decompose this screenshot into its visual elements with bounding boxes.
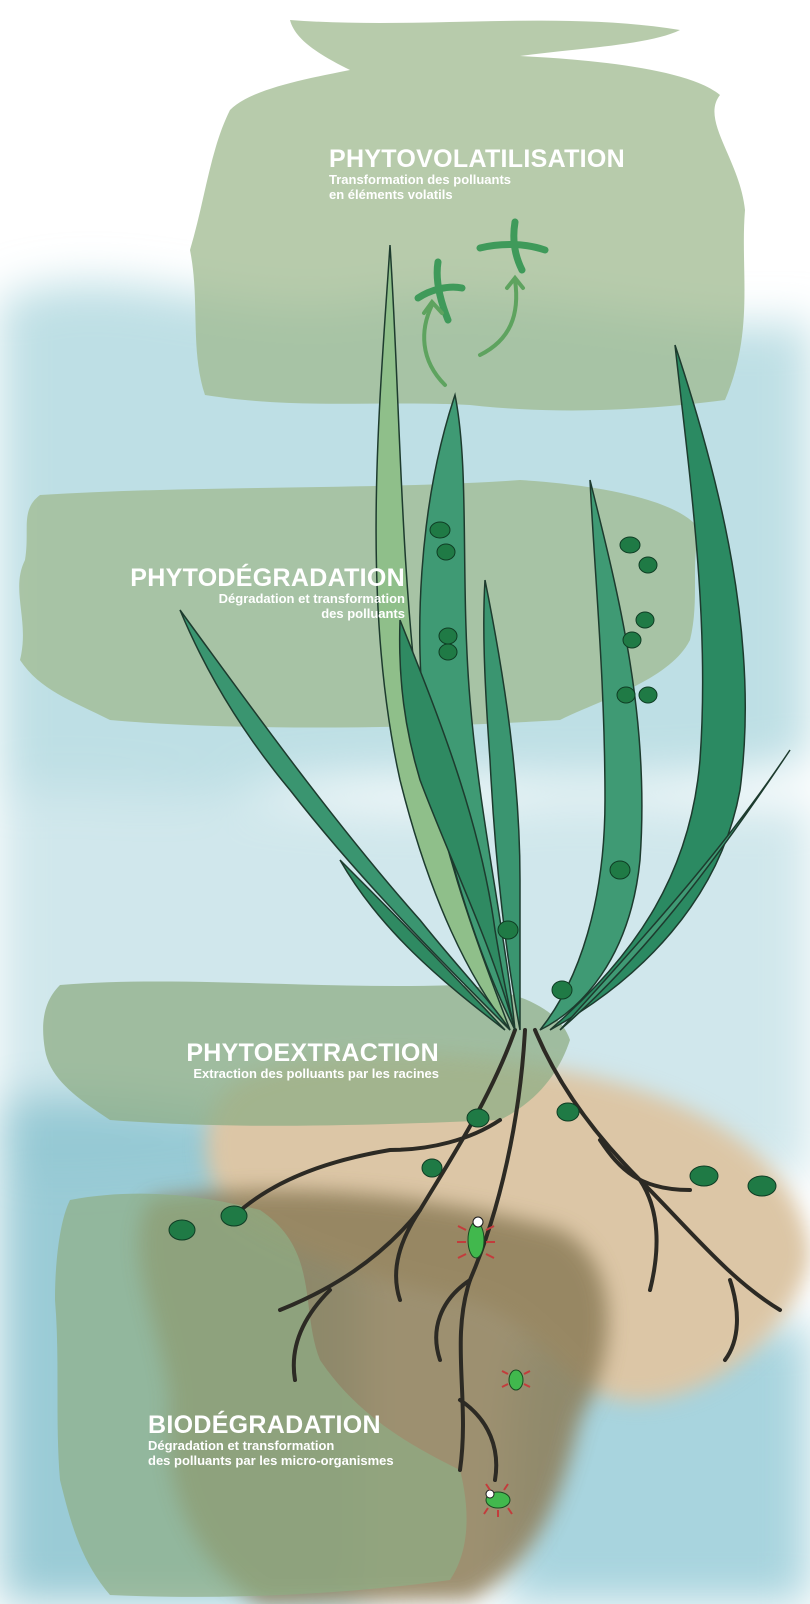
section-description-line: des polluants par les micro-organismes xyxy=(148,1453,394,1468)
section-description-line: des polluants xyxy=(130,606,405,621)
section-title: BIODÉGRADATION xyxy=(148,1412,394,1438)
label-biodegradation: BIODÉGRADATION Dégradation et transforma… xyxy=(148,1412,394,1468)
section-title: PHYTOVOLATILISATION xyxy=(329,146,625,172)
section-description-line: Dégradation et transformation xyxy=(148,1438,394,1453)
brush-stroke-volatilisation xyxy=(190,20,745,410)
section-title: PHYTODÉGRADATION xyxy=(130,565,405,591)
section-description-line: en éléments volatils xyxy=(329,187,625,202)
section-description-line: Transformation des polluants xyxy=(329,172,625,187)
section-description-line: Extraction des polluants par les racines xyxy=(186,1066,439,1081)
label-phytoextraction: PHYTOEXTRACTION Extraction des polluants… xyxy=(186,1040,439,1081)
section-title: PHYTOEXTRACTION xyxy=(186,1040,439,1066)
label-phytodegradation: PHYTODÉGRADATION Dégradation et transfor… xyxy=(130,565,405,621)
section-description-line: Dégradation et transformation xyxy=(130,591,405,606)
label-phytovolatilisation: PHYTOVOLATILISATION Transformation des p… xyxy=(329,146,625,202)
